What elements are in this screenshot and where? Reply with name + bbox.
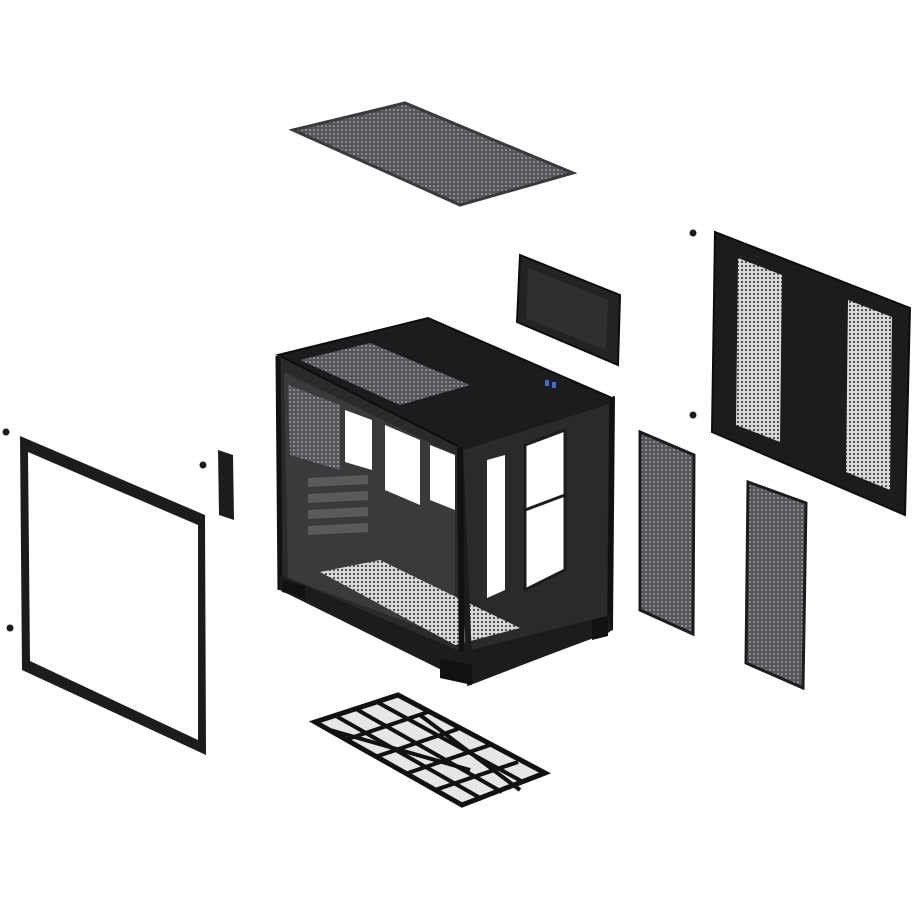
small-bracket (218, 450, 234, 520)
top-dust-filter (288, 101, 578, 207)
screw-icon (199, 461, 207, 469)
psu-bracket (515, 253, 622, 367)
front-filter-2 (744, 479, 808, 691)
bottom-filter (308, 692, 552, 808)
chassis (275, 316, 616, 687)
screw-icon (6, 624, 14, 632)
right-side-panel (710, 230, 912, 517)
screw-icon (2, 428, 10, 436)
screw-icon (689, 229, 697, 237)
left-glass-panel (20, 436, 206, 755)
front-filter-1 (638, 429, 696, 637)
screws (2, 229, 697, 632)
screw-icon (689, 411, 697, 419)
